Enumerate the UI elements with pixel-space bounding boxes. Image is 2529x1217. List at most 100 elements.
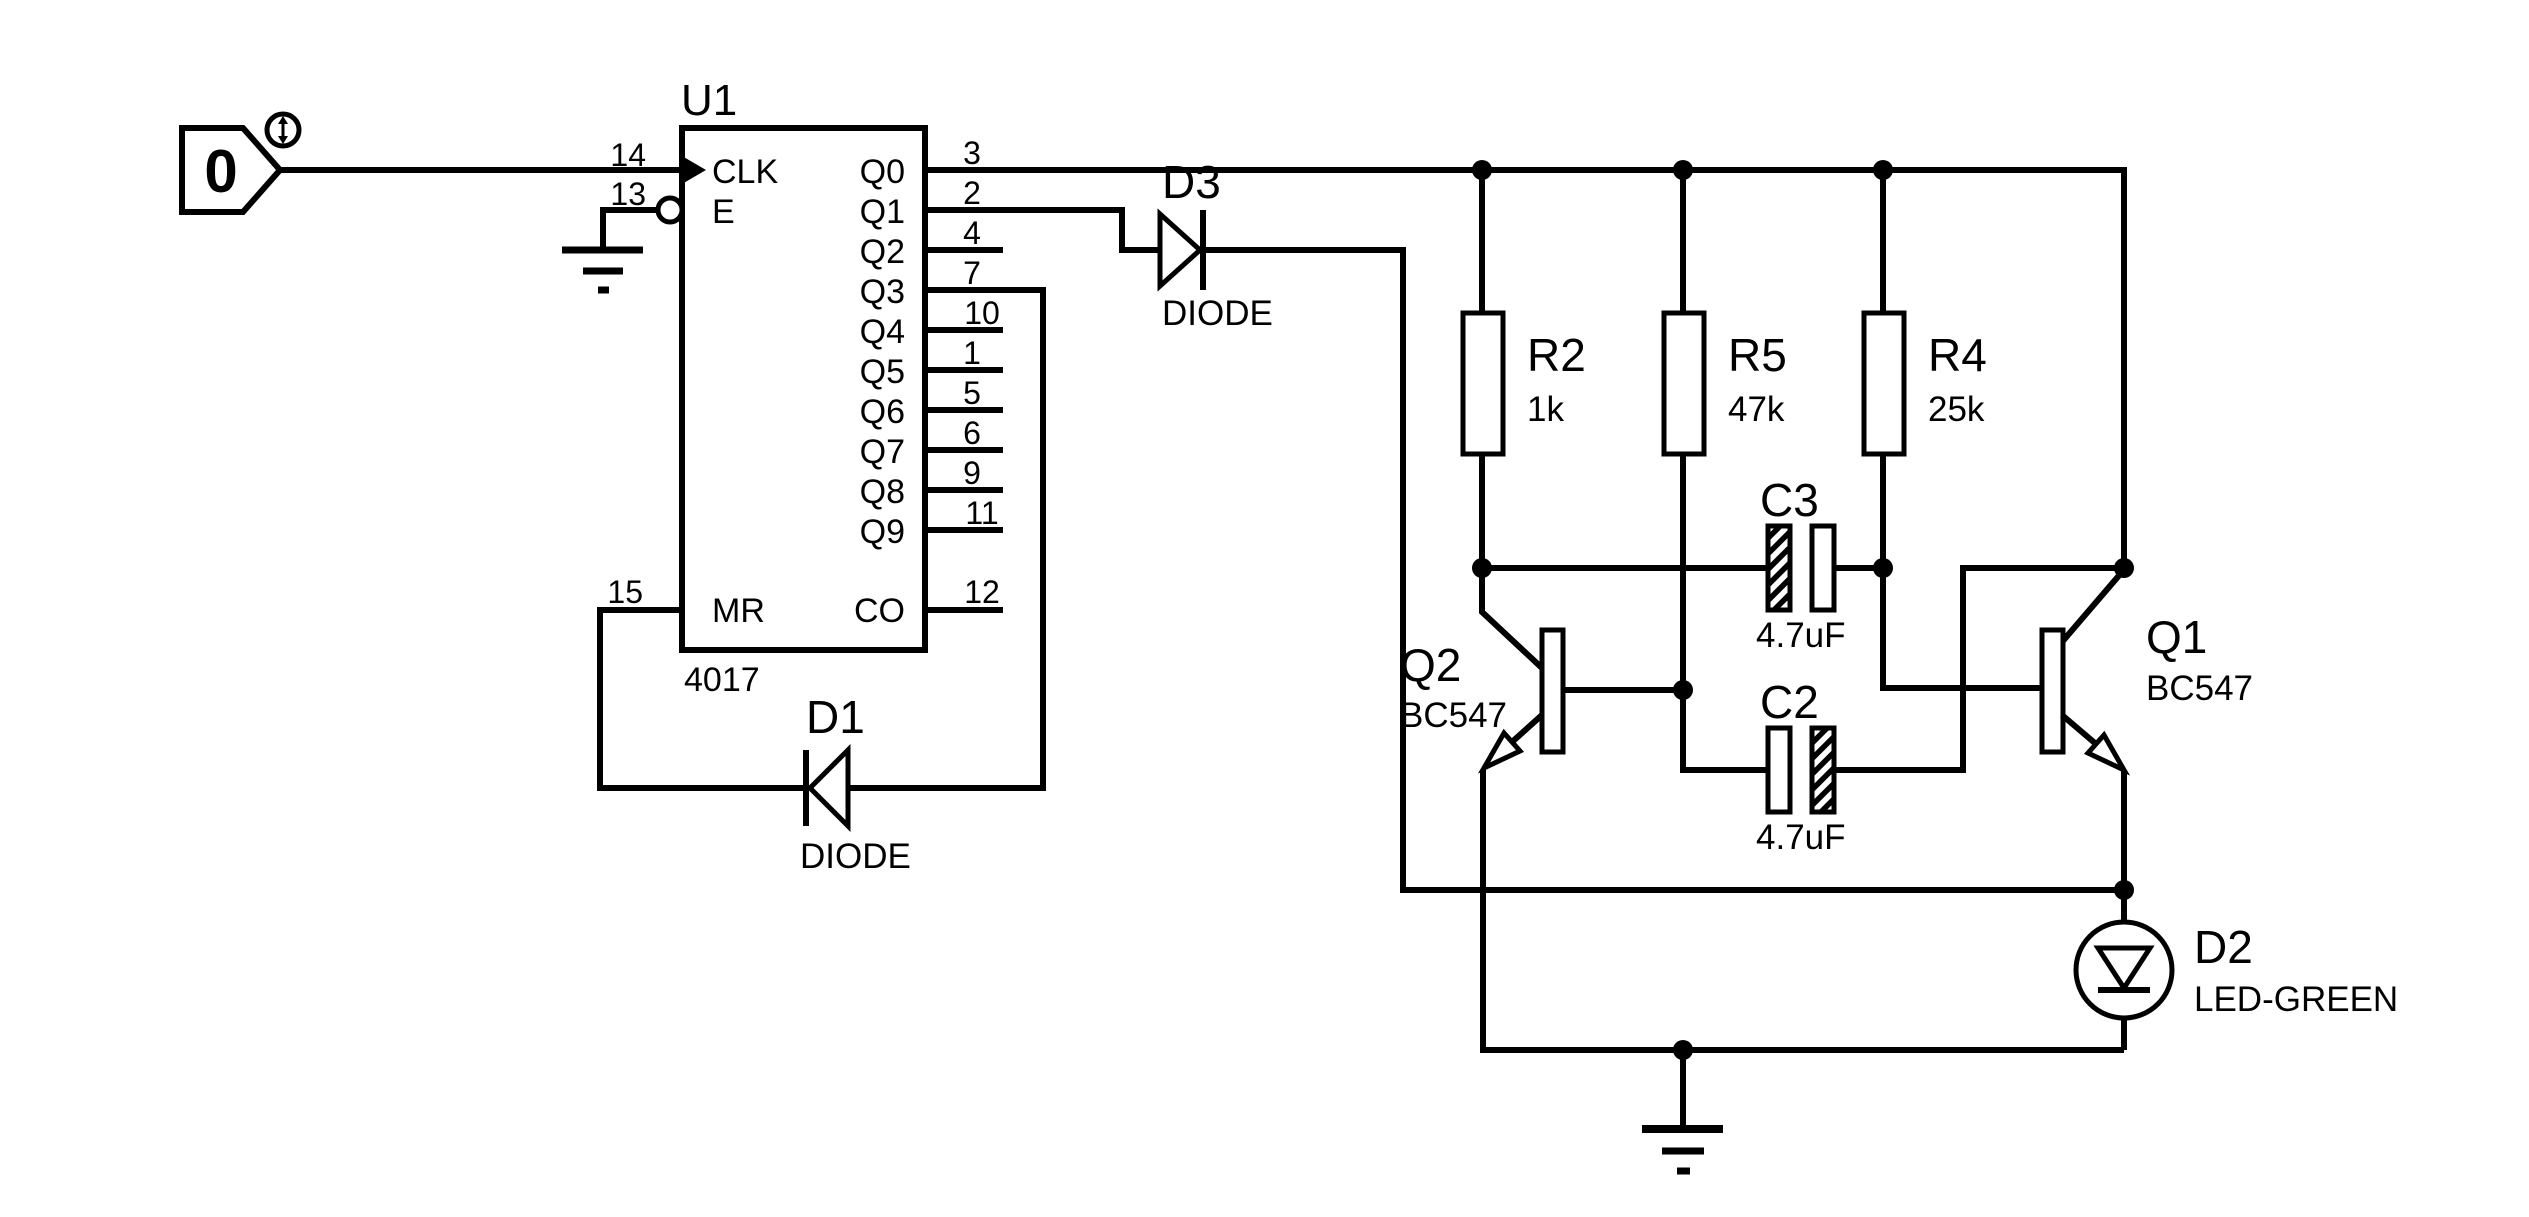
junction-dot: [2114, 558, 2134, 578]
pin-number-q7: 6: [963, 415, 981, 451]
pin-label-mr: MR: [712, 592, 765, 630]
wire-r5-c2-left: [1680, 454, 1768, 773]
d1-ref-label: D1: [806, 691, 865, 743]
pin-label-co: CO: [854, 592, 905, 630]
ic-body: [679, 125, 928, 653]
wire-q0-top-rail: [925, 167, 2127, 568]
toggle-arrow-up: [278, 116, 288, 124]
pin-number-e: 13: [610, 176, 646, 212]
pin-number-q6: 5: [963, 375, 981, 411]
clock-wedge-icon: [682, 156, 706, 184]
ground-symbol-e: [562, 246, 643, 294]
pin-number-q1: 2: [963, 175, 981, 211]
r5-value-label: 47k: [1728, 390, 1785, 429]
q2-emitter-lead: [1509, 712, 1545, 745]
wire-q3-to-d1: [848, 287, 1046, 791]
logic-state-value: 0: [204, 138, 237, 205]
junction-dot: [1673, 1040, 1693, 1060]
c3-plate-hatched: [1765, 523, 1793, 613]
d3-triangle: [1157, 208, 1204, 292]
wire-mr-to-d1: [597, 607, 806, 791]
resistor-r5: R5 47k: [1661, 310, 1787, 457]
wire-c2-q1-collector: [1834, 565, 2124, 773]
pin-label-clk: CLK: [712, 153, 778, 191]
pin-number-q4: 10: [964, 295, 1000, 331]
ic-part-label: 4017: [684, 661, 760, 699]
pin-number-q9: 11: [965, 495, 998, 531]
r4-value-label: 25k: [1928, 390, 1985, 429]
ic-u1: U1 4017 CLK E MR CO 14 13 15 12 Q0 Q1 Q2…: [607, 76, 999, 699]
d2-ref-label: D2: [2194, 921, 2253, 973]
pin-label-q2: Q2: [860, 233, 905, 271]
capacitor-c2: C2 4.7uF: [1756, 676, 1846, 857]
d3-ref-label: D3: [1162, 156, 1221, 208]
pin-number-co: 12: [964, 574, 1000, 610]
ground-symbol-bottom: [1642, 1125, 1723, 1175]
pin-label-q4: Q4: [860, 313, 905, 351]
toggle-arrow-down: [278, 136, 288, 144]
r4-body: [1861, 310, 1907, 457]
wire-q1-collector: [2059, 570, 2125, 644]
transistor-q1: Q1 BC547: [2039, 611, 2253, 776]
wires: [280, 167, 2127, 1126]
junction-dot: [1673, 680, 1693, 700]
pin-label-q6: Q6: [860, 393, 905, 431]
pin-number-q2: 4: [963, 215, 981, 251]
logic-state-symbol: [179, 125, 284, 215]
c2-ref-label: C2: [1760, 676, 1819, 728]
pin-number-q0: 3: [963, 135, 981, 171]
pin-label-q7: Q7: [860, 433, 905, 471]
r5-body: [1661, 310, 1707, 457]
pin-label-q1: Q1: [860, 193, 905, 231]
c2-plate-open: [1765, 725, 1793, 815]
q1-emitter-arrow: [2083, 730, 2131, 776]
c3-plate-open: [1809, 523, 1837, 613]
q2-ref-label: Q2: [1400, 639, 1461, 691]
resistor-r4: R4 25k: [1861, 310, 1987, 457]
d1-value-label: DIODE: [800, 837, 911, 876]
pin-label-q5: Q5: [860, 353, 905, 391]
wire-r2-q2-collector: [1479, 454, 1545, 671]
diode-d3: D3 DIODE: [1157, 156, 1273, 333]
pin-number-q8: 9: [963, 455, 981, 491]
d2-triangle: [2093, 945, 2155, 993]
pin-label-q3: Q3: [860, 273, 905, 311]
junction-dot: [2114, 880, 2134, 900]
c3-ref-label: C3: [1760, 474, 1819, 526]
d1-triangle: [806, 743, 851, 833]
wire-q2-emitter-ground-rail: [1480, 770, 2124, 1053]
resistor-r2: R2 1k: [1460, 310, 1586, 457]
pin-number-q5: 1: [963, 335, 981, 371]
toggle-arrow-icon: [264, 111, 302, 149]
junction-dot: [1873, 160, 1893, 180]
c2-plate-hatched: [1809, 725, 1837, 815]
junction-dot: [1472, 558, 1492, 578]
diode-d1: D1 DIODE: [800, 691, 911, 876]
led-d2: D2 LED-GREEN: [2073, 919, 2398, 1021]
clock-source: 0: [179, 111, 302, 215]
q1-emitter-lead: [2060, 712, 2098, 747]
capacitor-c3: C3 4.7uF: [1756, 474, 1846, 655]
pin-label-q8: Q8: [860, 473, 905, 511]
pin-label-q0: Q0: [860, 153, 905, 191]
c2-value-label: 4.7uF: [1756, 818, 1846, 857]
q2-base-bar: [1539, 627, 1566, 755]
q2-emitter-arrow: [1477, 728, 1525, 774]
r5-ref-label: R5: [1728, 329, 1787, 381]
pin-label-q9: Q9: [860, 513, 905, 551]
junction-dot: [1472, 160, 1492, 180]
pin-label-e: E: [712, 193, 735, 231]
junction-dots: [1472, 160, 2134, 1060]
r2-value-label: 1k: [1527, 390, 1564, 429]
junction-dot: [1673, 160, 1693, 180]
c3-value-label: 4.7uF: [1756, 616, 1846, 655]
pin-number-clk: 14: [610, 137, 646, 173]
wire-q1-base: [1880, 568, 2042, 691]
wire-e-to-ground: [600, 207, 660, 250]
junction-dot: [1873, 558, 1893, 578]
wire-d3-to-led-node: [1205, 247, 2124, 893]
inverter-bubble-icon: [655, 195, 685, 225]
r2-ref-label: R2: [1527, 329, 1586, 381]
